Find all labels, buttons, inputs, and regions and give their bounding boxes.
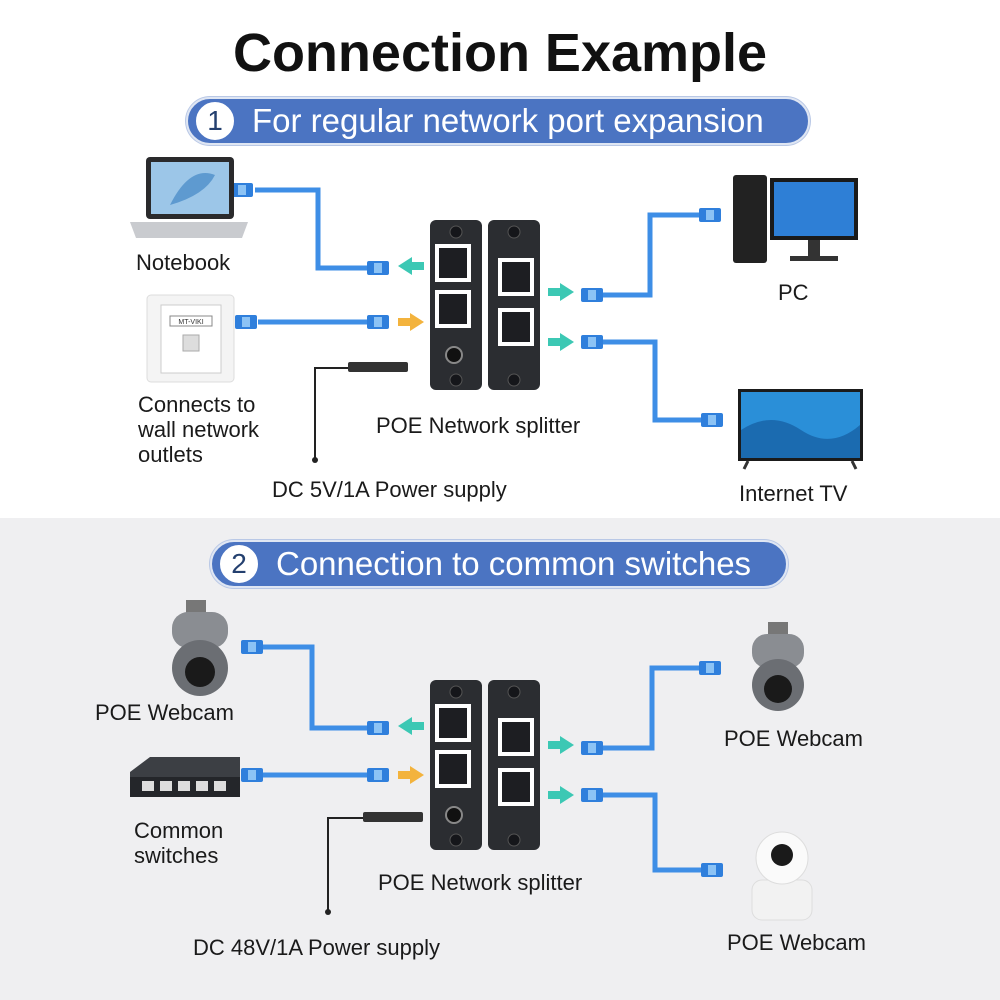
power-cable <box>314 367 350 460</box>
arrow-out-icon <box>548 333 574 351</box>
cable-connector <box>701 413 723 427</box>
cable-connector <box>367 315 389 329</box>
cable-connector <box>367 261 389 275</box>
cable-connector <box>581 288 603 302</box>
label-line: switches <box>134 843 219 868</box>
wall-outlet-icon: MT-VIKI <box>146 294 235 383</box>
arrow-out-icon <box>548 786 574 804</box>
cable-connector <box>699 661 721 675</box>
cable-connector <box>581 335 603 349</box>
label-line: outlets <box>138 442 203 467</box>
arrow-out-icon <box>398 257 424 275</box>
poe-splitter-out <box>487 679 541 851</box>
section1-heading-text: For regular network port expansion <box>252 102 764 139</box>
pc-label: PC <box>778 280 809 305</box>
tv-icon <box>738 389 863 470</box>
arrow-out-icon <box>548 283 574 301</box>
section2-heading-text: Connection to common switches <box>276 545 752 582</box>
cable-connector <box>367 768 389 782</box>
arrow-out-icon <box>548 736 574 754</box>
section1-heading: 1 For regular network port expansion <box>186 97 810 145</box>
cable-connector <box>235 315 257 329</box>
webcam-right-top-label: POE Webcam <box>724 726 863 751</box>
splitter-label: POE Network splitter <box>378 870 583 895</box>
label-line: Connects to <box>138 392 256 417</box>
splitter-label: POE Network splitter <box>376 413 581 438</box>
cable-connector <box>581 741 603 755</box>
home-camera-icon <box>751 831 813 921</box>
arrow-in-icon <box>398 766 424 784</box>
network-switch-icon <box>130 757 240 797</box>
page-title: Connection Example <box>232 23 768 83</box>
ptz-webcam-icon <box>752 622 804 711</box>
power-cable <box>327 817 365 912</box>
cable-connector <box>231 183 253 197</box>
arrow-in-icon <box>398 313 424 331</box>
cable-connector <box>241 768 263 782</box>
webcam-right-bottom-label: POE Webcam <box>727 930 866 955</box>
cable-connector <box>241 640 263 654</box>
cable-connector <box>699 208 721 222</box>
wall-plate-logo: MT-VIKI <box>178 319 203 326</box>
arrow-out-icon <box>398 717 424 735</box>
cable-connector <box>367 721 389 735</box>
wall-outlet-label: Connects to wall network outlets <box>138 392 259 467</box>
section2-heading: 2 Connection to common switches <box>210 540 788 588</box>
section2-cables <box>262 644 705 873</box>
label-line: Common <box>134 818 224 843</box>
ptz-webcam-icon <box>172 600 228 696</box>
notebook-icon <box>130 157 248 238</box>
poe-splitter-out <box>487 219 541 391</box>
dc-plug <box>348 362 408 372</box>
label-line: wall network <box>138 417 260 442</box>
dc-plug <box>363 812 423 822</box>
notebook-label: Notebook <box>136 250 231 275</box>
step-number: 2 <box>220 545 258 583</box>
poe-splitter-in <box>429 219 483 391</box>
step-number: 1 <box>196 102 234 140</box>
cable-connector <box>701 863 723 877</box>
cable-connector <box>581 788 603 802</box>
switch-label: Common switches <box>134 818 223 868</box>
power-label: DC 48V/1A Power supply <box>193 935 441 960</box>
pc-icon <box>733 175 858 263</box>
poe-splitter-in <box>429 679 483 851</box>
tv-label: Internet TV <box>739 481 848 506</box>
section1-cables <box>255 187 705 423</box>
webcam-left-label: POE Webcam <box>95 700 234 725</box>
power-label: DC 5V/1A Power supply <box>272 477 507 502</box>
